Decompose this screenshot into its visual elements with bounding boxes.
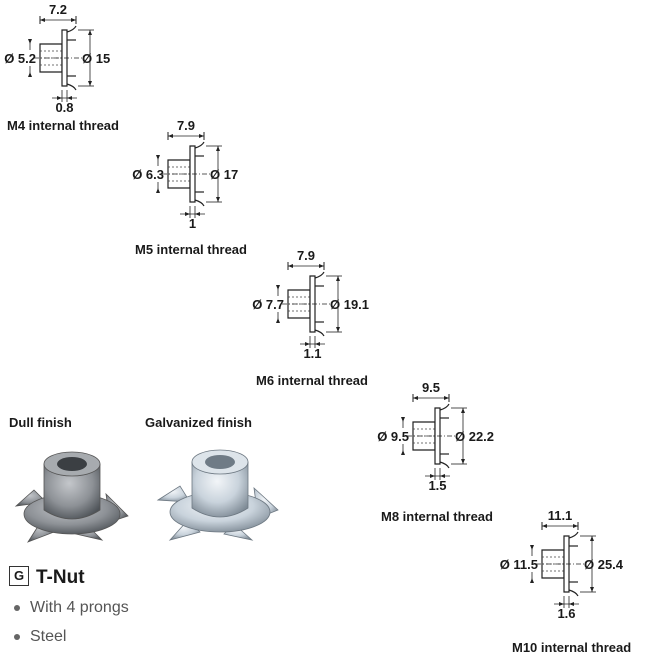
- tnut-drawing: 11.1 Ø 11.5 Ø 25.4: [500, 508, 624, 621]
- section-badge: G: [9, 566, 29, 586]
- tnut-drawing: 9.5 Ø 9.5 Ø 22.2: [377, 380, 494, 493]
- outer-diameter: Ø 17: [210, 167, 238, 182]
- bottom-dimension: 1.5: [428, 478, 446, 490]
- tnut-drawing: 7.9 Ø 6.3 Ø 17: [132, 118, 238, 231]
- tnut-drawing-m10: 11.1 Ø 11.5 Ø 25.4: [492, 508, 642, 623]
- label-galvanized-finish: Galvanized finish: [145, 415, 252, 430]
- top-dimension: 7.9: [297, 248, 315, 263]
- outer-diameter: Ø 19.1: [330, 297, 369, 312]
- bottom-dimension: 1.6: [557, 606, 575, 618]
- caption-m5: M5 internal thread: [135, 242, 247, 257]
- tnut-drawing-m8: 9.5 Ø 9.5 Ø 22.2: [363, 380, 513, 495]
- inner-diameter: Ø 6.3: [132, 167, 164, 182]
- tnut-drawing-m5: 7.9 Ø 6.3 Ø 17: [118, 118, 268, 233]
- caption-m6: M6 internal thread: [256, 373, 368, 388]
- outer-diameter: Ø 25.4: [584, 557, 624, 572]
- bottom-dimension: 0.8: [55, 100, 73, 112]
- inner-diameter: Ø 9.5: [377, 429, 409, 444]
- product-title: T-Nut: [36, 567, 85, 588]
- bullet-dot-icon: [14, 633, 20, 640]
- tnut-drawing: 7.2 Ø 5.2 Ø 15: [4, 2, 110, 115]
- bullet-item: With 4 prongs: [14, 599, 129, 617]
- caption-m10: M10 internal thread: [512, 640, 632, 655]
- inner-diameter: Ø 7.7: [252, 297, 284, 312]
- bottom-dimension: 1.1: [303, 346, 321, 358]
- label-dull-finish: Dull finish: [9, 415, 72, 430]
- bullet-item: Steel: [14, 628, 66, 646]
- caption-m8: M8 internal thread: [381, 509, 493, 524]
- tnut-drawing-m4: 7.2 Ø 5.2 Ø 15: [0, 2, 140, 117]
- top-dimension: 7.9: [177, 118, 195, 133]
- tnut-drawing: 7.9 Ø 7.7 Ø 19.1: [252, 248, 369, 361]
- caption-m4: M4 internal thread: [7, 118, 119, 133]
- inner-diameter: Ø 5.2: [4, 51, 36, 66]
- inner-diameter: Ø 11.5: [500, 557, 538, 572]
- outer-diameter: Ø 15: [82, 51, 110, 66]
- tnut-drawing-m6: 7.9 Ø 7.7 Ø 19.1: [238, 248, 388, 363]
- outer-diameter: Ø 22.2: [455, 429, 494, 444]
- bullet-dot-icon: [14, 604, 20, 611]
- galvanized-finish-tnut-image: [150, 449, 285, 546]
- bottom-dimension: 1: [189, 216, 196, 228]
- top-dimension: 11.1: [548, 508, 573, 523]
- top-dimension: 7.2: [49, 2, 67, 17]
- top-dimension: 9.5: [422, 380, 440, 395]
- dull-finish-tnut-image: [6, 451, 136, 546]
